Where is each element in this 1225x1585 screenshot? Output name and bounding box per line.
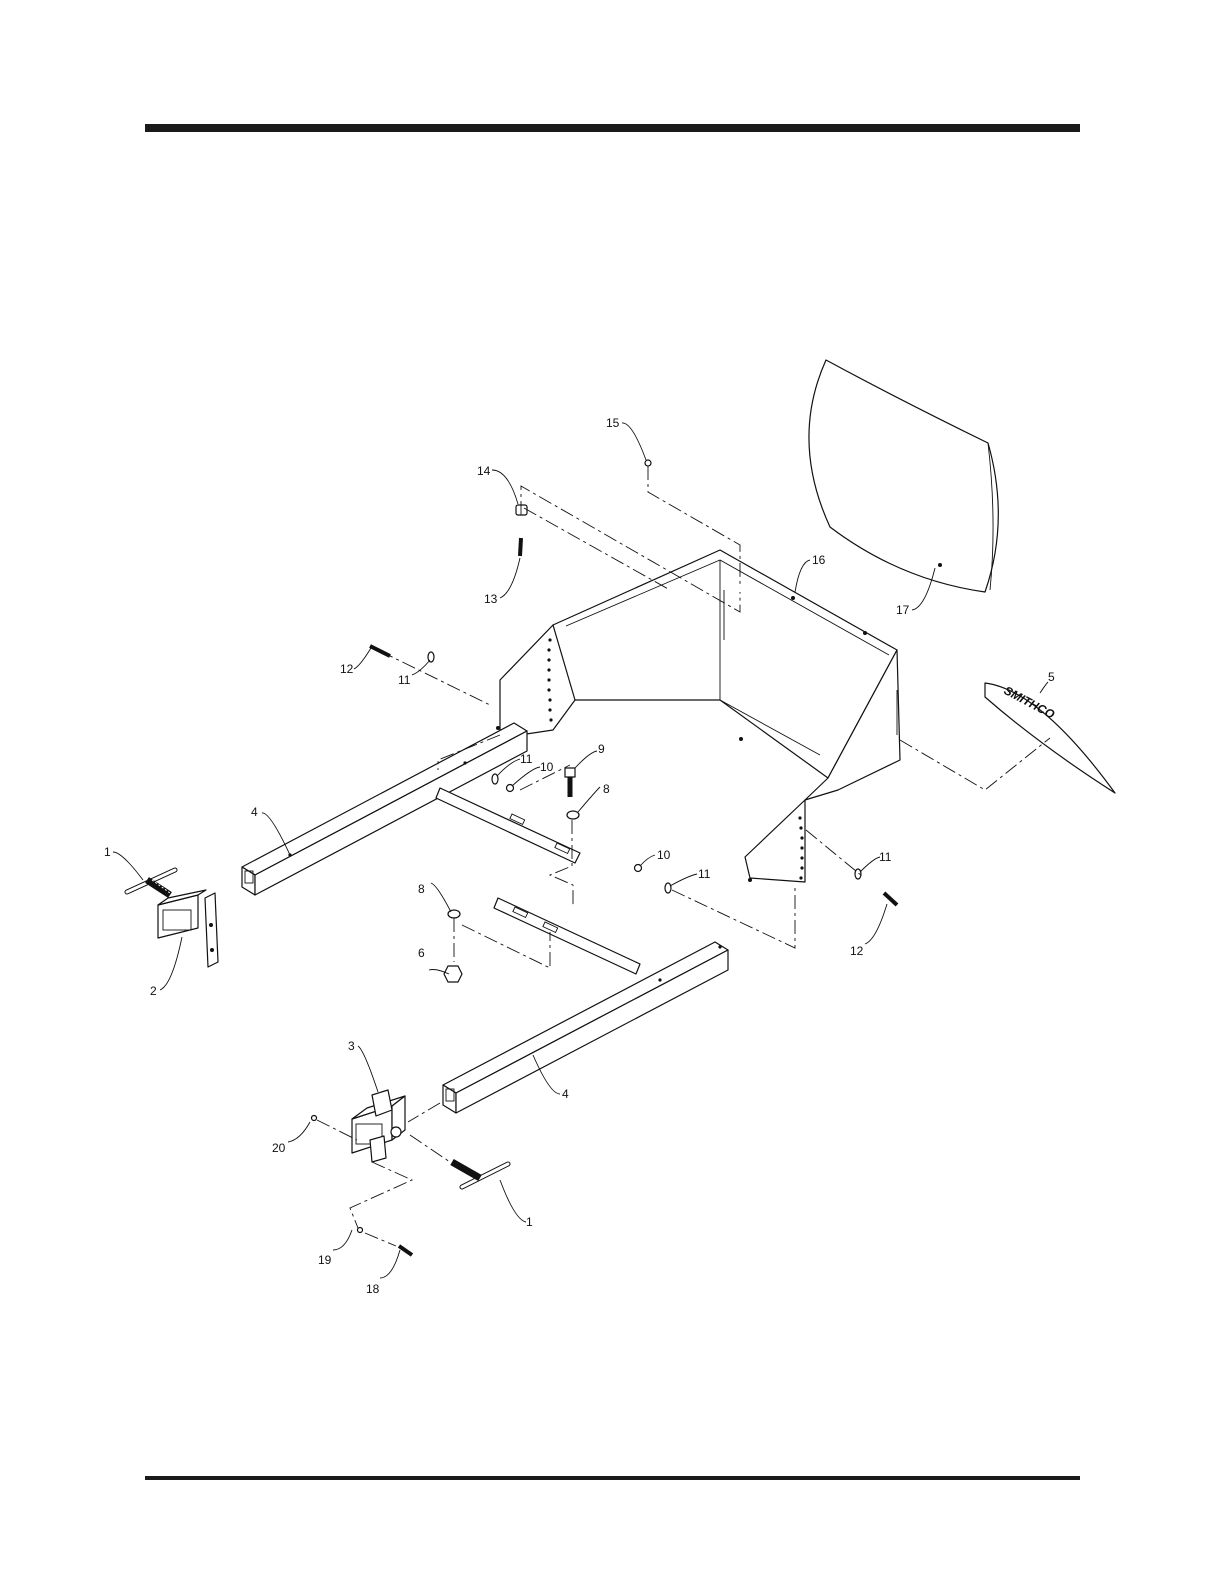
- part-1-t-handle-pin-right: [452, 1162, 508, 1187]
- part-17-shield: [809, 360, 998, 592]
- callout-11-crossbar: 11: [520, 752, 533, 766]
- callout-12-right: 12: [850, 944, 864, 958]
- callout-12-left: 12: [340, 662, 354, 676]
- part-3-hitch-receiver: [352, 1090, 405, 1162]
- callout-17: 17: [896, 603, 910, 617]
- callout-4-left: 4: [251, 805, 258, 819]
- callout-1-right: 1: [526, 1215, 533, 1229]
- callout-9: 9: [598, 742, 605, 756]
- callout-19: 19: [318, 1253, 332, 1267]
- callout-20: 20: [272, 1141, 286, 1155]
- callout-11-housing-right: 11: [879, 850, 892, 864]
- callout-4-right: 4: [562, 1087, 569, 1101]
- callout-18: 18: [366, 1282, 380, 1296]
- callout-8-left: 8: [418, 882, 425, 896]
- callout-11-lower: 11: [698, 867, 711, 881]
- callout-5: 5: [1048, 670, 1055, 684]
- callout-1-left: 1: [104, 845, 111, 859]
- callout-6: 6: [418, 946, 425, 960]
- callout-14: 14: [477, 464, 491, 478]
- callout-10-upper: 10: [540, 760, 554, 774]
- callout-13: 13: [484, 592, 498, 606]
- callout-16: 16: [812, 553, 826, 567]
- callout-10-lower: 10: [657, 848, 671, 862]
- callout-15: 15: [606, 416, 620, 430]
- callout-11-housing-left: 11: [398, 673, 411, 687]
- part-4-frame-tube-right: [443, 942, 728, 1113]
- callout-8-right: 8: [603, 782, 610, 796]
- frame-crossbar-right: [494, 898, 640, 974]
- callout-2: 2: [150, 984, 157, 998]
- callout-3: 3: [348, 1039, 355, 1053]
- frame-crossbar-left: [436, 788, 580, 863]
- part-2-hitch-bracket: [158, 890, 218, 967]
- part-1-t-handle-pin-left: [127, 870, 175, 895]
- part-16-housing: [496, 550, 900, 882]
